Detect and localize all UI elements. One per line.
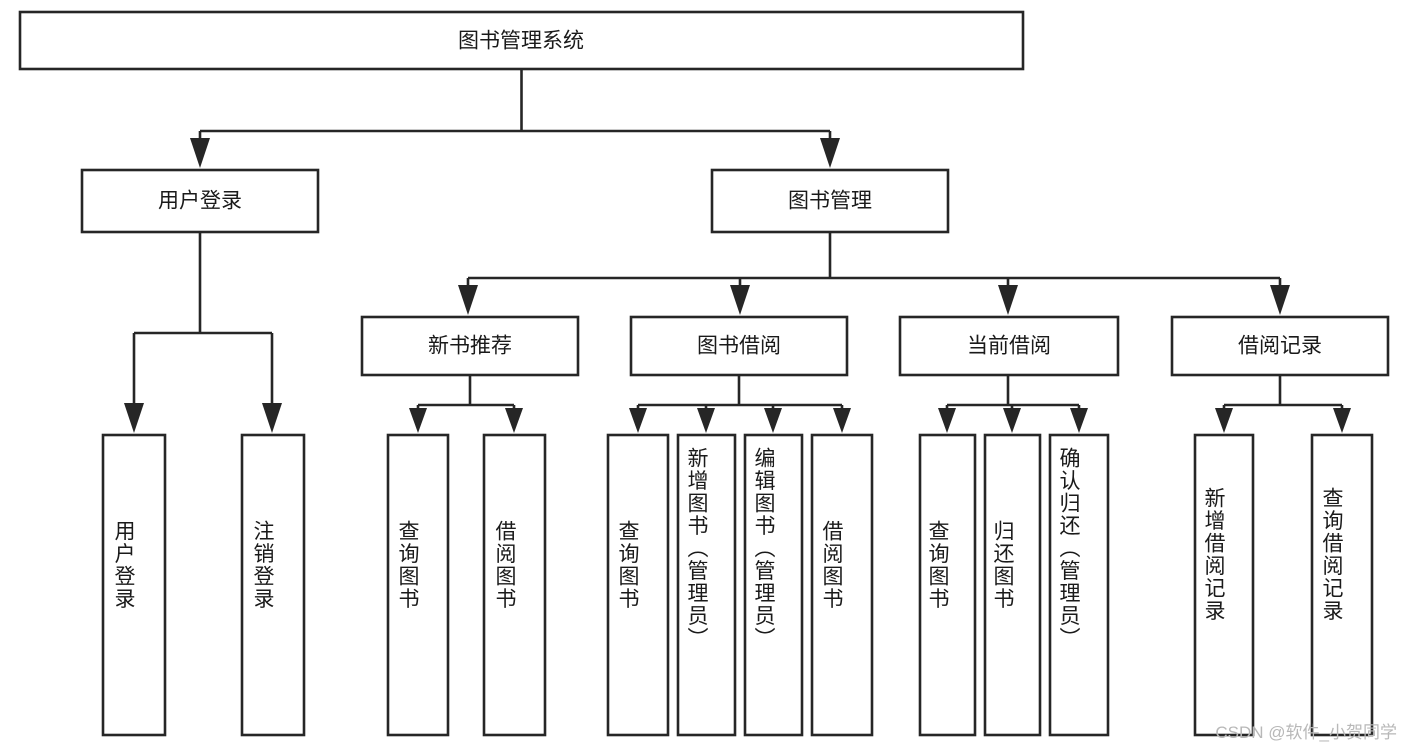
node-label-book-borrow: 图书借阅 [697, 335, 781, 358]
node-box-leaf-return-book[interactable] [983, 433, 1042, 737]
arrowhead-user-login [190, 138, 210, 168]
node-box-user-login[interactable] [80, 168, 320, 234]
node-box-leaf-add-book-admin[interactable] [676, 433, 737, 737]
arrowhead-currentborrow-leaf-3 [1070, 408, 1088, 433]
node-box-root[interactable] [18, 10, 1025, 71]
arrowhead-bookborrow-leaf-1 [629, 408, 647, 433]
node-box-leaf-query-book-current[interactable] [918, 433, 977, 737]
node-box-new-book-recommend[interactable] [360, 315, 580, 377]
arrowhead-bookborrow-leaf-4 [833, 408, 851, 433]
node-box-leaf-confirm-return-admin[interactable] [1048, 433, 1110, 737]
arrowhead-book-manage [820, 138, 840, 168]
arrowhead-leaf-logout [262, 403, 282, 433]
arrowhead-newbook-leaf-2 [505, 408, 523, 433]
node-box-leaf-borrow-book-newbook[interactable] [482, 433, 547, 737]
edges-layer [124, 69, 1351, 433]
arrowhead-borrowrecord-leaf-2 [1333, 408, 1351, 433]
node-box-book-borrow[interactable] [629, 315, 849, 377]
arrowhead-borrowrecord-leaf-1 [1215, 408, 1233, 433]
node-box-leaf-edit-book-admin[interactable] [743, 433, 804, 737]
node-box-leaf-query-borrow-record[interactable] [1310, 433, 1374, 737]
node-box-borrow-record[interactable] [1170, 315, 1390, 377]
arrowhead-borrow-record [1270, 285, 1290, 315]
arrowhead-leaf-user-login [124, 403, 144, 433]
arrowhead-currentborrow-leaf-2 [1003, 408, 1021, 433]
node-box-book-management[interactable] [710, 168, 950, 234]
node-box-leaf-add-borrow-record[interactable] [1193, 433, 1255, 737]
arrowhead-bookborrow-leaf-2 [697, 408, 715, 433]
node-label-user-login: 用户登录 [158, 190, 242, 213]
node-label-borrow-record: 借阅记录 [1238, 335, 1322, 358]
node-label-book-management: 图书管理 [788, 190, 872, 213]
arrowhead-new-book-rec [458, 285, 478, 315]
arrowhead-currentborrow-leaf-1 [938, 408, 956, 433]
arrowhead-book-borrow [730, 285, 750, 315]
arrowhead-newbook-leaf-1 [409, 408, 427, 433]
node-box-leaf-user-login[interactable] [101, 433, 167, 737]
arrowhead-bookborrow-leaf-3 [764, 408, 782, 433]
node-box-leaf-query-book-borrow[interactable] [606, 433, 670, 737]
nodes-layer: 图书管理系统 用户登录 图书管理 新书推荐 图书借阅 当前借阅 借阅记录 [18, 10, 1390, 737]
node-label-root: 图书管理系统 [458, 30, 584, 53]
arrowhead-current-borrow [998, 285, 1018, 315]
node-box-leaf-logout[interactable] [240, 433, 306, 737]
csdn-watermark: CSDN @软件_小贺同学 [1215, 723, 1397, 742]
node-box-leaf-borrow-book[interactable] [810, 433, 874, 737]
node-label-current-borrow: 当前借阅 [967, 335, 1051, 358]
node-box-leaf-query-book-newbook[interactable] [386, 433, 450, 737]
node-box-current-borrow[interactable] [898, 315, 1120, 377]
node-label-new-book-recommend: 新书推荐 [428, 335, 512, 358]
